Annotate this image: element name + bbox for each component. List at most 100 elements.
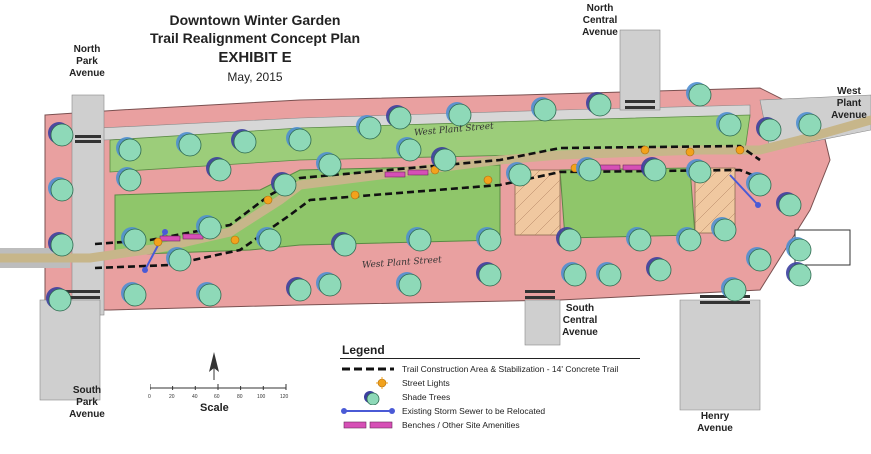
shade-tree bbox=[50, 178, 74, 202]
shade-tree bbox=[718, 113, 742, 137]
shade-tree bbox=[748, 173, 772, 197]
shade-tree bbox=[678, 228, 702, 252]
shade-tree bbox=[408, 228, 432, 252]
north-park-avenue-road bbox=[71, 94, 105, 316]
shade-tree bbox=[448, 103, 472, 127]
tree-icon bbox=[364, 391, 380, 405]
scale-tick-20: 20 bbox=[169, 394, 175, 400]
plan-title-line1: Downtown Winter Garden bbox=[169, 12, 341, 28]
shade-tree bbox=[398, 138, 422, 162]
shade-tree bbox=[778, 193, 802, 217]
shade-tree bbox=[198, 283, 222, 307]
shade-tree bbox=[398, 273, 422, 297]
shade-tree bbox=[758, 118, 782, 142]
shade-tree bbox=[748, 248, 772, 272]
north-arrow-icon bbox=[209, 352, 219, 380]
scale-tick-120: 120 bbox=[280, 394, 289, 400]
benches bbox=[159, 164, 644, 242]
street-label-south-park: South Park Avenue bbox=[69, 385, 105, 420]
street-label-north-park: North Park Avenue bbox=[69, 44, 105, 79]
legend-item-trail: Trail Construction Area & Stabilization … bbox=[340, 363, 640, 375]
shade-tree bbox=[198, 216, 222, 240]
trail-construction-lower bbox=[94, 168, 761, 270]
trail-construction-upper bbox=[94, 144, 761, 246]
shade-tree bbox=[558, 228, 582, 252]
scale-tick-60: 60 bbox=[214, 394, 220, 400]
shade-tree bbox=[333, 233, 357, 257]
north-central-avenue-road bbox=[619, 29, 661, 111]
shade-tree bbox=[50, 233, 74, 257]
legend-item-shade-trees: Shade Trees bbox=[340, 391, 640, 405]
plan-title-line2: Trail Realignment Concept Plan bbox=[149, 30, 361, 46]
dashed-line-icon bbox=[342, 367, 394, 371]
shade-tree bbox=[318, 153, 342, 177]
legend-label: Street Lights bbox=[402, 378, 450, 388]
legend-label: Shade Trees bbox=[402, 392, 451, 402]
shade-tree bbox=[788, 238, 812, 262]
street-label-henry: Henry Avenue bbox=[697, 411, 733, 434]
shade-trees bbox=[46, 82, 822, 312]
shade-tree bbox=[48, 288, 72, 312]
legend-label: Existing Storm Sewer to be Relocated bbox=[402, 406, 546, 416]
shade-tree bbox=[118, 138, 142, 162]
sun-icon bbox=[376, 377, 388, 389]
street-label-south-central: South Central Avenue bbox=[562, 303, 598, 338]
shade-tree bbox=[288, 278, 312, 302]
shade-tree bbox=[563, 263, 587, 287]
shade-tree bbox=[50, 123, 74, 147]
shade-tree bbox=[788, 263, 812, 287]
legend-label: Trail Construction Area & Stabilization … bbox=[402, 364, 619, 374]
shade-tree bbox=[628, 228, 652, 252]
street-label-north-central: North Central Avenue bbox=[582, 3, 618, 38]
sewer-line-icon bbox=[341, 408, 395, 414]
shade-tree bbox=[233, 130, 257, 154]
scale-tick-100: 100 bbox=[257, 394, 266, 400]
median-green-central bbox=[559, 167, 696, 239]
shade-tree bbox=[643, 158, 667, 182]
shade-tree bbox=[598, 263, 622, 287]
shade-tree bbox=[288, 128, 312, 152]
south-central-avenue-road bbox=[524, 299, 561, 346]
shade-tree bbox=[358, 116, 382, 140]
scale-bar-graphic bbox=[150, 384, 287, 390]
shade-tree bbox=[118, 168, 142, 192]
shade-tree bbox=[478, 228, 502, 252]
shade-tree bbox=[578, 158, 602, 182]
scale-label: Scale bbox=[200, 402, 229, 414]
exhibit-label: EXHIBIT E bbox=[218, 49, 292, 66]
shade-tree bbox=[208, 158, 232, 182]
shade-tree bbox=[713, 218, 737, 242]
north-lawn bbox=[109, 114, 751, 173]
bench-icon bbox=[343, 421, 393, 429]
shade-tree bbox=[723, 278, 747, 302]
shade-tree bbox=[123, 283, 147, 307]
legend-label: Benches / Other Site Amenities bbox=[402, 420, 520, 430]
plan-date: May, 2015 bbox=[227, 70, 283, 84]
shade-tree bbox=[258, 228, 282, 252]
shade-tree bbox=[123, 228, 147, 252]
legend-item-street-lights: Street Lights bbox=[340, 377, 640, 389]
legend-item-storm-sewer: Existing Storm Sewer to be Relocated bbox=[340, 405, 640, 417]
legend-item-benches: Benches / Other Site Amenities bbox=[340, 419, 640, 431]
shade-tree bbox=[533, 98, 557, 122]
shade-tree bbox=[688, 160, 712, 184]
street-lights bbox=[153, 145, 745, 247]
shade-tree bbox=[648, 258, 672, 282]
scale-tick-40: 40 bbox=[192, 394, 198, 400]
legend-title: Legend bbox=[342, 343, 385, 357]
shade-tree bbox=[318, 273, 342, 297]
shade-tree bbox=[168, 248, 192, 272]
existing-trail-path bbox=[0, 115, 871, 263]
shade-tree bbox=[508, 163, 532, 187]
scale-bar: 0 20 40 60 80 100 120 Scale bbox=[148, 380, 290, 420]
scale-tick-80: 80 bbox=[237, 394, 243, 400]
street-label-west-plant-ave: West Plant Avenue bbox=[831, 86, 867, 121]
crosswalks bbox=[60, 100, 750, 304]
legend: Legend Trail Construction Area & Stabili… bbox=[340, 343, 640, 435]
shade-tree bbox=[688, 83, 712, 107]
south-park-avenue-road bbox=[39, 299, 101, 401]
shade-tree bbox=[273, 173, 297, 197]
shade-tree bbox=[178, 133, 202, 157]
scale-tick-0: 0 bbox=[148, 394, 151, 400]
